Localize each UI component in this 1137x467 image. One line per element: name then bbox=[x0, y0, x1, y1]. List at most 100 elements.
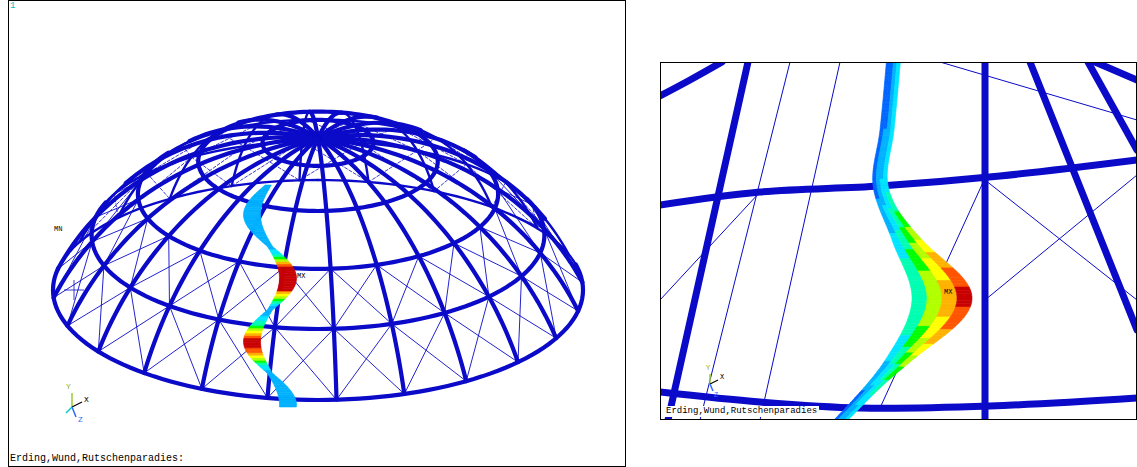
slide-tube bbox=[922, 314, 938, 317]
slide-tube bbox=[250, 229, 265, 231]
slide-tube bbox=[265, 244, 273, 246]
slide-tube bbox=[882, 105, 886, 108]
slide-tube bbox=[245, 222, 262, 224]
slide-tube bbox=[890, 372, 898, 375]
slide-tube bbox=[948, 317, 964, 320]
slide-tube bbox=[250, 197, 265, 199]
bracing-line bbox=[700, 62, 790, 420]
axis-label: X bbox=[84, 396, 89, 404]
slide-tube bbox=[884, 176, 888, 179]
slide-tube bbox=[932, 259, 946, 262]
slide-tube bbox=[258, 365, 269, 367]
slide-tube bbox=[252, 232, 266, 234]
slide-tube bbox=[912, 237, 922, 240]
slide-tube bbox=[920, 274, 935, 277]
bracing-line bbox=[96, 199, 139, 217]
slide-tube bbox=[244, 220, 261, 222]
slide-tube bbox=[253, 360, 266, 362]
slide-tube bbox=[888, 79, 892, 82]
steel-rib bbox=[53, 264, 583, 400]
slide-tube bbox=[255, 318, 267, 320]
slide-tube bbox=[905, 323, 919, 326]
slide-tube bbox=[245, 205, 262, 207]
slide-tube bbox=[898, 364, 907, 367]
slide-tube bbox=[943, 323, 959, 326]
bracing-line bbox=[331, 269, 392, 324]
slide-tube bbox=[873, 183, 877, 186]
steel-rib bbox=[1088, 62, 1137, 150]
steel-rib bbox=[67, 138, 318, 326]
slide-tube bbox=[957, 294, 972, 297]
slide-tube bbox=[887, 146, 891, 149]
slide-tube bbox=[896, 215, 903, 218]
slide-tube bbox=[880, 176, 884, 179]
slide-tube bbox=[873, 179, 877, 182]
right-panel-border bbox=[661, 63, 1137, 420]
slide-tube bbox=[892, 75, 896, 78]
steel-rib bbox=[98, 138, 318, 351]
slide-tube bbox=[884, 162, 888, 165]
slide-tube bbox=[895, 85, 899, 88]
slide-tube bbox=[923, 249, 936, 252]
slide-tube bbox=[887, 89, 891, 92]
slide-tube bbox=[248, 227, 264, 229]
slide-tube bbox=[921, 277, 936, 280]
bracing-line bbox=[219, 319, 268, 397]
slide-tube bbox=[951, 280, 967, 283]
slide-tube bbox=[247, 328, 263, 330]
slide-tube bbox=[249, 355, 264, 357]
slide-tube bbox=[261, 313, 271, 315]
slide-tube bbox=[950, 314, 966, 317]
slide-tube bbox=[910, 284, 925, 287]
bracing-line bbox=[239, 261, 275, 327]
slide-tube bbox=[244, 335, 261, 337]
slide-tube bbox=[891, 82, 895, 85]
slide-tube bbox=[883, 92, 887, 95]
slide-tube bbox=[854, 408, 860, 410]
slide-tube bbox=[915, 240, 926, 243]
slide-tube bbox=[914, 350, 926, 353]
slide-tube bbox=[889, 65, 893, 68]
slide-tube bbox=[263, 311, 271, 313]
slide-tube bbox=[886, 68, 890, 71]
slide-tube bbox=[917, 347, 929, 350]
slide-tube bbox=[907, 274, 922, 277]
steel-rib bbox=[318, 112, 342, 138]
slide-tube bbox=[244, 217, 261, 219]
slide-tube bbox=[910, 310, 925, 313]
slide-tube bbox=[886, 65, 890, 68]
slide-tube bbox=[926, 304, 942, 307]
slide-tube bbox=[244, 207, 261, 209]
slide-tube bbox=[887, 95, 891, 98]
slide-tube bbox=[245, 348, 262, 350]
slide-tube bbox=[889, 202, 895, 205]
slide-tube bbox=[925, 307, 941, 310]
slide-tube bbox=[889, 102, 893, 105]
slide-tube bbox=[254, 192, 267, 194]
slide-tube bbox=[884, 89, 888, 92]
slide-tube bbox=[873, 176, 877, 179]
steel-rib bbox=[58, 137, 318, 269]
slide-tube bbox=[884, 183, 888, 186]
slide-tube bbox=[279, 284, 296, 286]
slide-tube bbox=[892, 116, 896, 119]
left-panel-border bbox=[9, 1, 626, 467]
slide-tube bbox=[270, 377, 280, 379]
slide-tube bbox=[934, 332, 949, 335]
steel-rib bbox=[318, 130, 475, 158]
steel-rib bbox=[263, 120, 374, 166]
bracing-line bbox=[58, 242, 92, 269]
slide-tube bbox=[887, 92, 891, 95]
slide-tube bbox=[912, 300, 927, 303]
slide-tube bbox=[927, 300, 942, 303]
steel-rib bbox=[660, 62, 722, 96]
slide-tube bbox=[893, 105, 897, 108]
slide-tube bbox=[927, 294, 942, 297]
slide-tube bbox=[888, 85, 892, 88]
slide-tube bbox=[883, 99, 887, 102]
slide-tube bbox=[873, 169, 877, 172]
slide-tube bbox=[276, 261, 291, 263]
slide-tube bbox=[955, 304, 971, 307]
slide-tube bbox=[924, 284, 940, 287]
